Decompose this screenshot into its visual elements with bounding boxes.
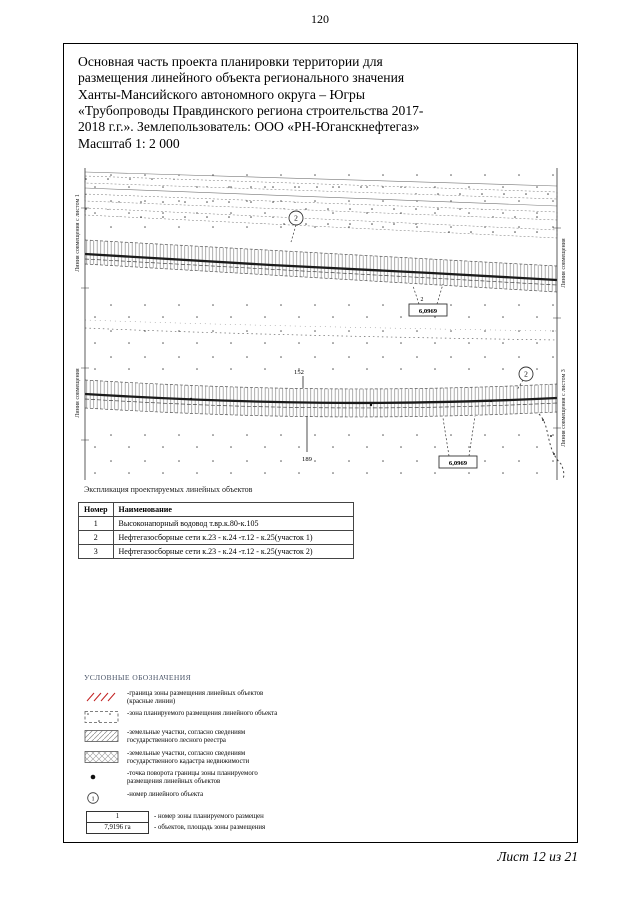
legend-item-label: -номер линейного объекта bbox=[127, 790, 204, 798]
row-number: 2 bbox=[78, 530, 114, 545]
lower-object-number-marker bbox=[518, 366, 534, 382]
row-number: 1 bbox=[78, 516, 114, 531]
site-plan-drawing: 2 2 6,0969 152 189 bbox=[71, 168, 571, 480]
legend-item-label: -земельные участки, согласно сведениям г… bbox=[127, 749, 250, 765]
column-header-name: Наименование bbox=[112, 502, 354, 517]
row-name: Высоконапорный водовод т.вр.к.80-к.105 bbox=[112, 516, 354, 531]
table-row: 3 Нефтегазосборные сети к.23 - к.24 -т.1… bbox=[78, 544, 354, 559]
legend-item-label: -точка поворота границы зоны планируемог… bbox=[127, 770, 258, 786]
row-name: Нефтегазосборные сети к.23 - к.24 -т.12 … bbox=[112, 544, 354, 559]
legend-item: -зона планируемого размещения линейного … bbox=[84, 710, 369, 724]
objects-table: Номер Наименование 1 Высоконапорный водо… bbox=[78, 502, 354, 559]
zone-table-row: 1 - номер зоны планируемого размещен bbox=[86, 810, 271, 823]
legend-item-label: -зона планируемого размещения линейного … bbox=[127, 710, 278, 718]
zone-area-text: - объектов, площадь зоны размещения bbox=[154, 823, 266, 831]
sheet-footer: Лист 12 из 21 bbox=[497, 849, 578, 864]
legend-item: 1 -номер линейного объекта bbox=[84, 791, 369, 805]
edge-label-left-bottom: Линия совмещения bbox=[75, 368, 81, 418]
edge-label-right-top: Линия совмещения bbox=[561, 238, 567, 288]
upper-area-value: 6,0969 bbox=[419, 308, 438, 315]
legend-item-label: -граница зоны размещения линейных объект… bbox=[127, 689, 264, 705]
row-name: Нефтегазосборные сети к.23 - к.24 -т.12 … bbox=[112, 530, 354, 545]
upper-box-tag: 2 bbox=[421, 297, 424, 303]
legend-item-label: -земельные участки, согласно сведениям г… bbox=[127, 728, 246, 744]
table-header-row: Номер Наименование bbox=[78, 502, 354, 517]
zone-number-table: 1 - номер зоны планируемого размещен 7,9… bbox=[86, 810, 271, 834]
planned-zone-icon bbox=[84, 711, 119, 724]
legend-item: -точка поворота границы зоны планируемог… bbox=[84, 770, 369, 786]
legend-title: УСЛОВНЫЕ ОБОЗНАЧЕНИЯ bbox=[84, 673, 192, 682]
lower-area-value: 6,0969 bbox=[449, 460, 468, 467]
table-row: 1 Высоконапорный водовод т.вр.к.80-к.105 bbox=[78, 516, 354, 531]
cadastre-parcel-icon bbox=[84, 750, 119, 763]
map-caption: Экспликация проектируемых линейных объек… bbox=[84, 485, 253, 494]
legend-item: -граница зоны размещения линейных объект… bbox=[84, 690, 369, 706]
lower-object-number-label: 2 bbox=[524, 370, 528, 379]
red-lines-icon bbox=[86, 692, 116, 702]
upper-object-number-marker bbox=[288, 210, 304, 226]
column-header-number: Номер bbox=[78, 502, 114, 517]
upper-object-number-label: 2 bbox=[294, 214, 298, 223]
legend: УСЛОВНЫЕ ОБОЗНАЧЕНИЯ -граница зоны разме… bbox=[84, 673, 369, 834]
forest-parcel-icon bbox=[84, 730, 119, 742]
page-number: 120 bbox=[311, 12, 329, 26]
zone-number-cell: 1 bbox=[86, 810, 149, 823]
object-number-icon: 1 bbox=[87, 791, 99, 804]
document-title: Основная часть проекта планировки террит… bbox=[78, 54, 424, 151]
table-row: 2 Нефтегазосборные сети к.23 - к.24 -т.1… bbox=[78, 530, 354, 545]
row-number: 3 bbox=[78, 544, 114, 559]
document-frame: Основная часть проекта планировки террит… bbox=[63, 43, 578, 843]
site-plan-svg: 2 2 6,0969 152 189 bbox=[75, 168, 567, 480]
zone-area-cell: 7,9196 га bbox=[86, 821, 149, 834]
zone-number-text: - номер зоны планируемого размещен bbox=[154, 812, 264, 820]
edge-label-right-bottom: Линия совмещения с листом 3 bbox=[561, 369, 567, 447]
point-152-label: 152 bbox=[294, 369, 304, 376]
object-number-icon-label: 1 bbox=[91, 795, 94, 802]
zone-table-row: 7,9196 га - объектов, площадь зоны разме… bbox=[86, 821, 271, 834]
legend-item: -земельные участки, согласно сведениям г… bbox=[84, 729, 369, 745]
turn-point-icon bbox=[90, 774, 96, 780]
legend-item: -земельные участки, согласно сведениям г… bbox=[84, 750, 369, 766]
edge-label-left-top: Линия совмещения с листом 1 bbox=[75, 194, 81, 272]
point-189-label: 189 bbox=[302, 456, 313, 463]
